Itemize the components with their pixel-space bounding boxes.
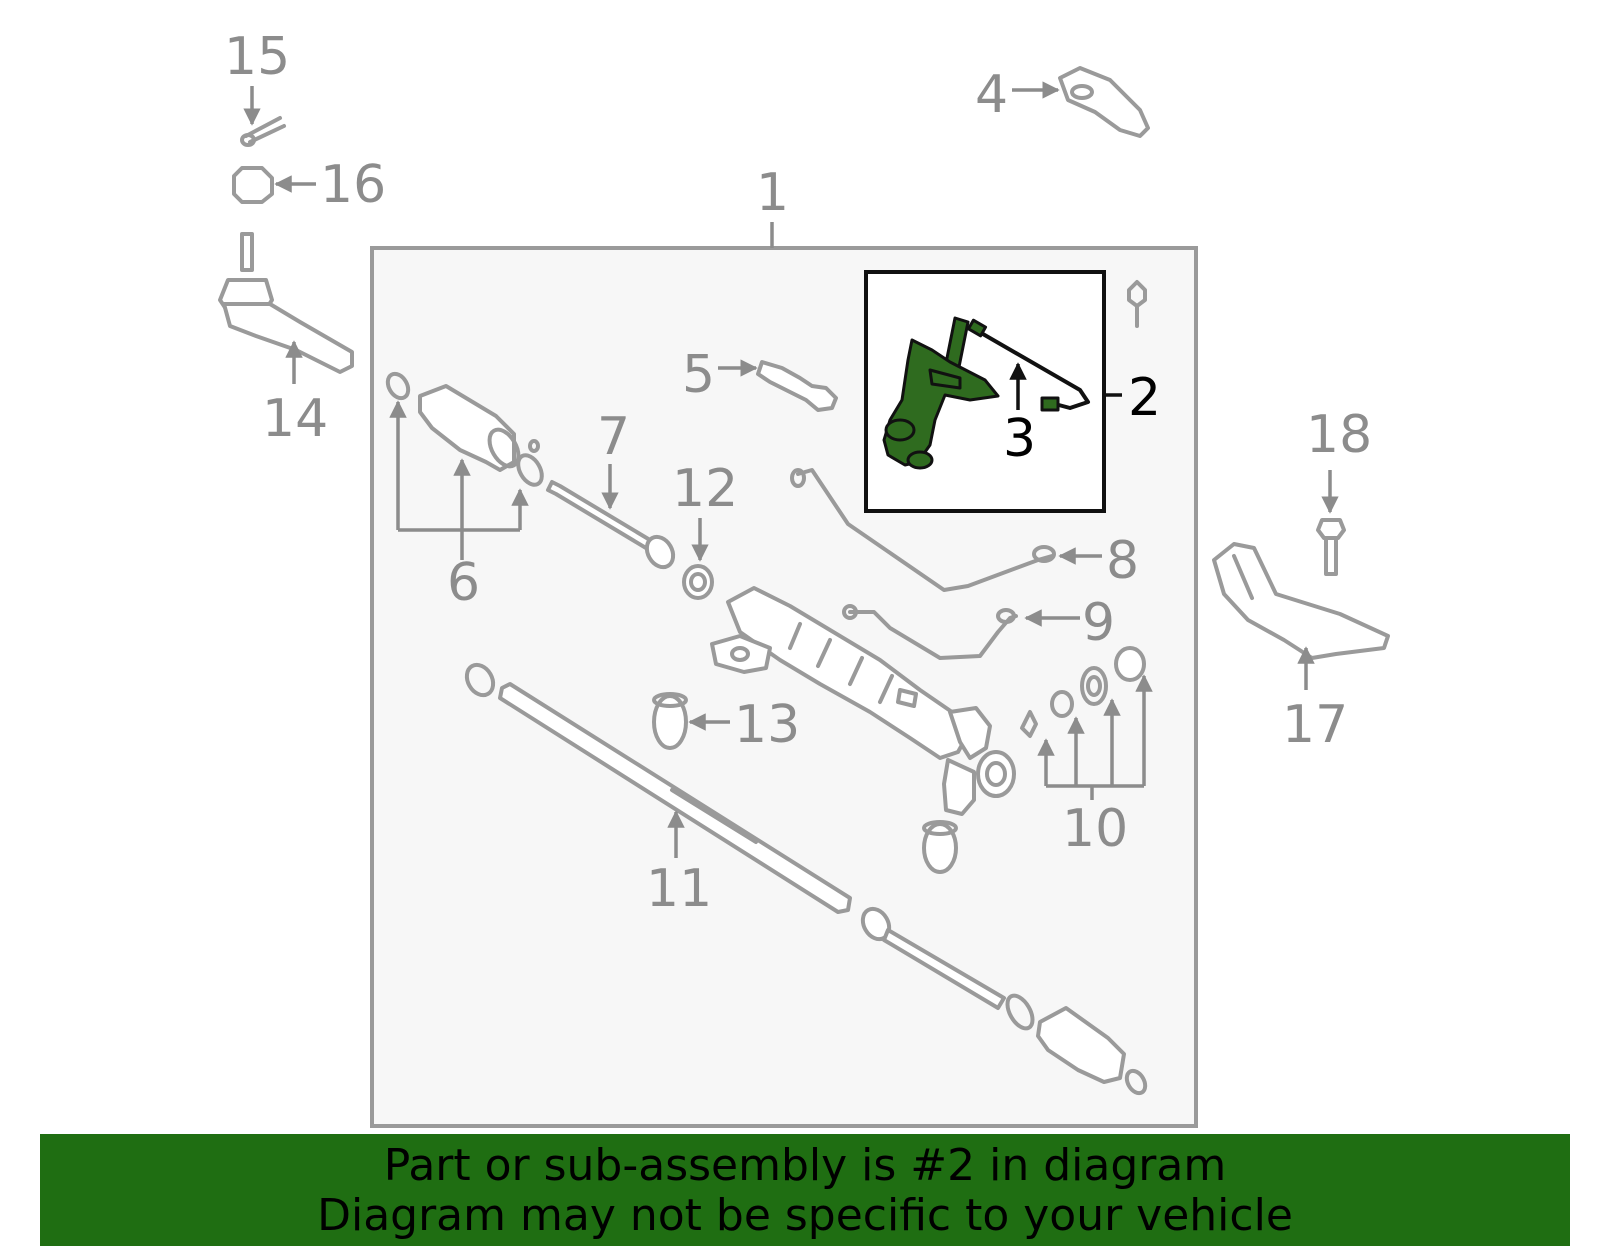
callout-13: 13 — [734, 695, 800, 755]
callout-2: 2 — [1128, 368, 1161, 428]
part-5-fitting — [756, 360, 838, 412]
callout-9: 9 — [1082, 593, 1115, 653]
callout-3: 3 — [1003, 409, 1036, 469]
callout-11: 11 — [646, 859, 712, 919]
part-16-nut — [232, 166, 274, 204]
part-6-boot-kit — [385, 371, 544, 487]
bleeder-screw — [1127, 280, 1147, 328]
callout-8: 8 — [1106, 531, 1139, 591]
lower-mount-bushing — [922, 820, 958, 874]
callout-16: 16 — [320, 155, 386, 215]
notice-line-2: Diagram may not be specific to your vehi… — [317, 1190, 1293, 1241]
part-8-line — [790, 468, 1056, 592]
callout-1: 1 — [756, 163, 789, 223]
callout-5: 5 — [682, 345, 715, 405]
callout-18: 18 — [1306, 405, 1372, 465]
pressure-line-highlight — [966, 318, 1090, 412]
part-10-seal-kit — [1020, 646, 1146, 738]
lower-tie-rod-boot — [860, 906, 1148, 1096]
part-11-rack-shaft — [464, 662, 852, 914]
part-12-bushing — [682, 564, 714, 600]
callout-6: 6 — [447, 553, 480, 613]
part-13-mount — [652, 692, 688, 750]
callout-4: 4 — [975, 65, 1008, 125]
callout-12: 12 — [672, 459, 738, 519]
part-4-cover — [1058, 66, 1150, 138]
callout-7: 7 — [597, 407, 630, 467]
callout-17: 17 — [1282, 695, 1348, 755]
valve-assembly-highlight — [882, 316, 1000, 470]
part-14-tie-rod-end — [218, 232, 354, 374]
callout-15: 15 — [224, 27, 290, 87]
rack-housing — [710, 586, 1016, 816]
part-15-cotter-pin — [240, 116, 286, 147]
callout-10: 10 — [1062, 799, 1128, 859]
callout-14: 14 — [262, 389, 328, 449]
notice-line-1: Part or sub-assembly is #2 in diagram — [383, 1140, 1227, 1191]
part-17-heat-shield — [1212, 542, 1390, 660]
part-18-bolt — [1316, 518, 1346, 576]
notice-banner: Part or sub-assembly is #2 in diagram Di… — [40, 1134, 1570, 1246]
part-7-inner-tie-rod — [546, 480, 676, 570]
part-9-line — [842, 604, 1018, 660]
